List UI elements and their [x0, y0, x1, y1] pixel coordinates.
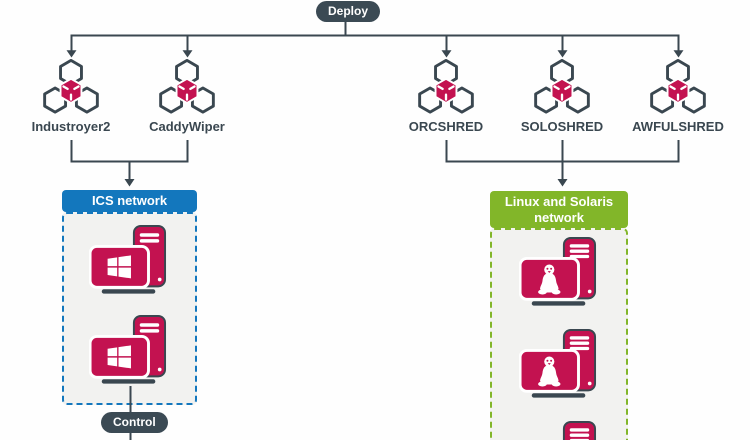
malware-icon [40, 58, 102, 115]
malware-node-caddywiper: CaddyWiper [132, 58, 242, 134]
windows-computer-icon [89, 315, 171, 389]
malware-name: CaddyWiper [149, 119, 225, 134]
malware-node-soloshred: SOLOSHRED [507, 58, 617, 134]
linux-solaris-network-header: Linux and Solaris network [490, 191, 628, 228]
linux-computer-icon [519, 329, 601, 403]
malware-name: ORCSHRED [408, 119, 484, 134]
malware-name: Industroyer2 [31, 119, 111, 134]
malware-icon [415, 58, 477, 115]
windows-computer-icon [89, 225, 171, 299]
malware-name: AWFULSHRED [632, 119, 724, 134]
malware-node-awfulshred: AWFULSHRED [623, 58, 733, 134]
malware-node-orcshred: ORCSHRED [391, 58, 501, 134]
malware-icon [156, 58, 218, 115]
linux-computer-icon [519, 237, 601, 311]
malware-icon [531, 58, 593, 115]
linux-computer-icon [519, 421, 601, 440]
deploy-label: Deploy [316, 1, 381, 22]
malware-icon [647, 58, 709, 115]
malware-name: SOLOSHRED [520, 119, 604, 134]
control-label: Control [101, 412, 168, 433]
malware-node-industroyer2: Industroyer2 [16, 58, 126, 134]
ics-network-header: ICS network [62, 190, 197, 212]
